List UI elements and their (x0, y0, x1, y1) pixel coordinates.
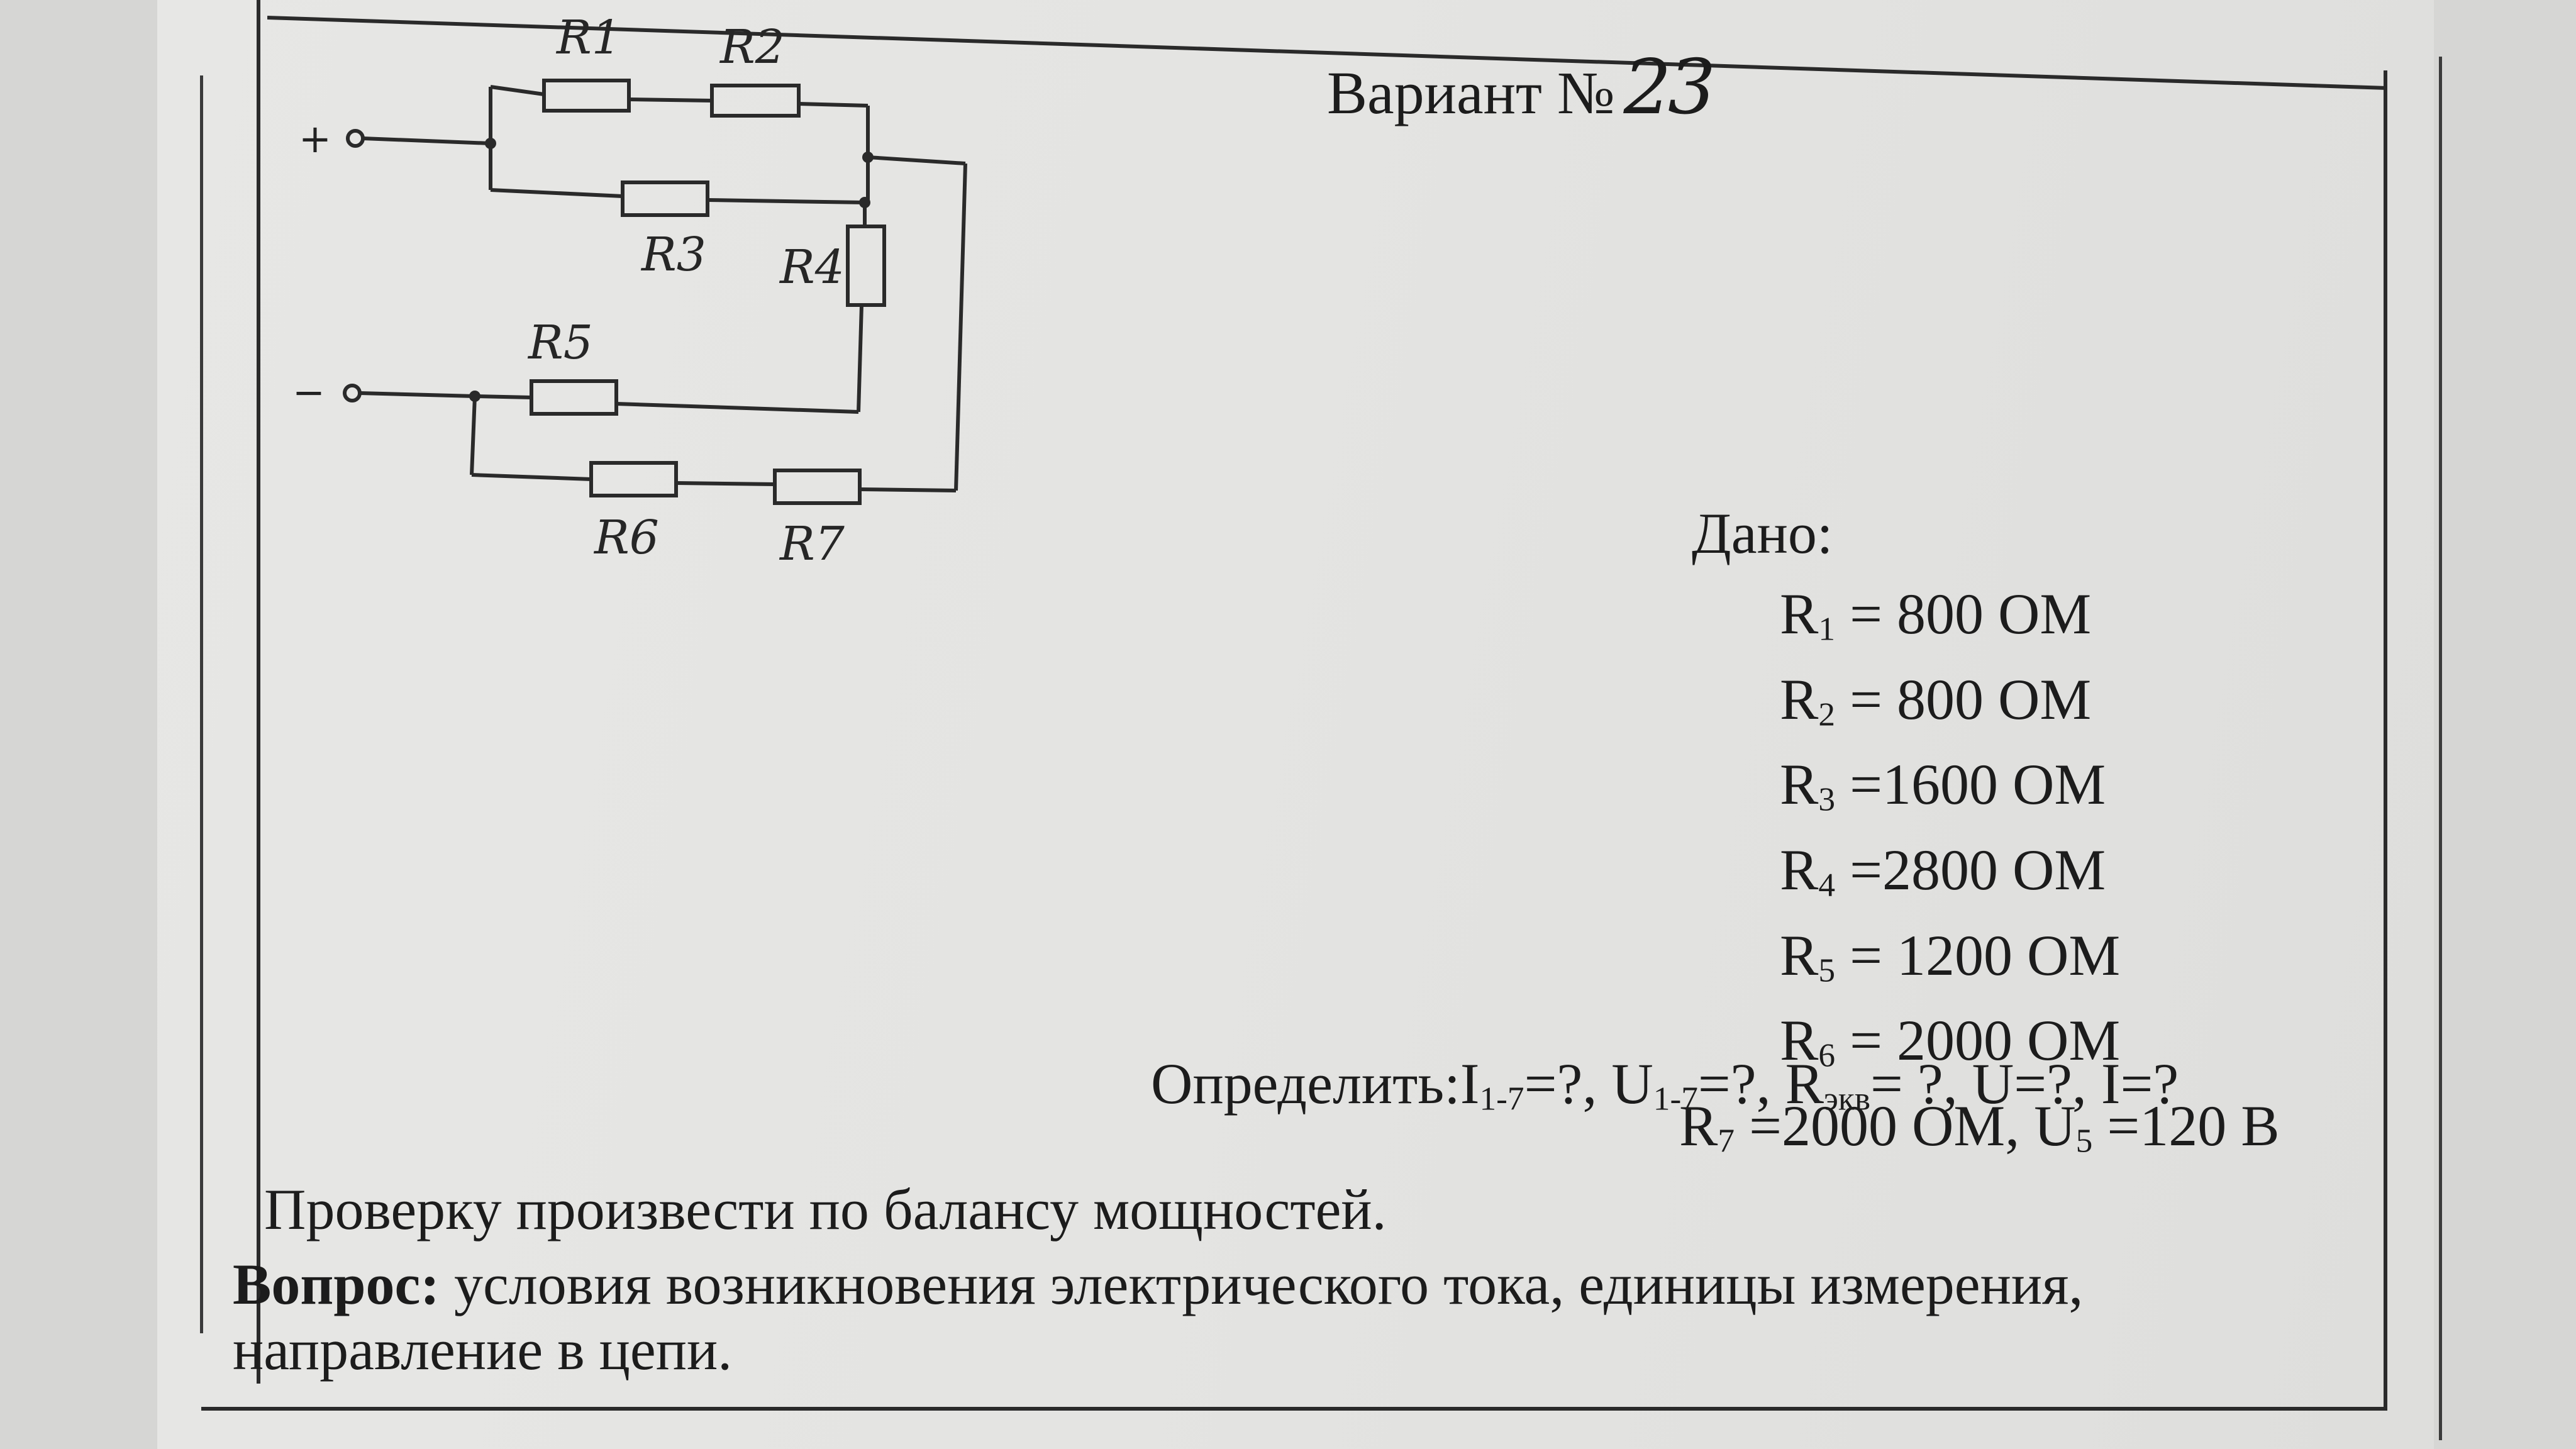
question-block: Вопрос: условия возникновения электричес… (233, 1252, 2308, 1382)
given-r1: R1 = 800 ОМ (1780, 582, 2092, 648)
given-list: R1 = 800 ОМ R2 = 800 ОМ R3 =1600 ОМ R4 =… (1679, 579, 2280, 1176)
power-balance-instruction: Проверку произвести по балансу мощностей… (264, 1177, 1387, 1241)
resistor-r2 (710, 84, 801, 118)
given-r5: R5 = 1200 ОМ (1780, 923, 2121, 989)
label-r7: R7 (779, 517, 845, 571)
variant-number: 23 (1623, 44, 1716, 131)
resistor-r5 (530, 379, 618, 416)
given-r3: R3 =1600 ОМ (1780, 752, 2106, 819)
resistor-r7 (773, 469, 862, 505)
question-text: условия возникновения электрического ток… (233, 1252, 2084, 1382)
label-r6: R6 (593, 511, 659, 565)
plus-sign: + (299, 116, 331, 162)
frame-border (201, 70, 2387, 1411)
label-r4: R4 (779, 240, 845, 294)
resistor-r1 (542, 79, 631, 113)
frame-top-border (267, 16, 2387, 90)
circuit-diagram: + − R1 R2 R3 R4 R5 R6 R7 (292, 11, 967, 571)
label-r3: R3 (640, 228, 706, 282)
resistor-r3 (621, 180, 709, 217)
determine-line: Определить:I1-7=?, U1-7=?, Rэкв= ?, U=?,… (1151, 1052, 2179, 1118)
label-r5: R5 (527, 316, 593, 370)
plus-terminal (346, 129, 365, 148)
given-r4: R4 =2800 ОМ (1780, 838, 2106, 904)
label-r1: R1 (555, 11, 621, 65)
left-margin-line (200, 75, 203, 1333)
right-margin-line (2439, 57, 2442, 1440)
minus-sign: − (292, 369, 325, 415)
question-label: Вопрос: (233, 1252, 440, 1316)
given-label: Дано: (1692, 501, 1833, 565)
label-r2: R2 (719, 20, 785, 74)
resistor-r4 (846, 225, 886, 307)
variant-label: Вариант № (1327, 59, 1615, 126)
given-r7-u5: R7 =2000 ОМ, U5 =120 В (1679, 1094, 2280, 1160)
given-r2: R2 = 800 ОМ (1780, 667, 2092, 733)
given-r6: R6 = 2000 ОМ (1780, 1008, 2121, 1075)
paper-sheet (157, 0, 2434, 1449)
resistor-r6 (589, 461, 678, 497)
frame-left-border (257, 0, 260, 1384)
minus-terminal (343, 384, 362, 402)
